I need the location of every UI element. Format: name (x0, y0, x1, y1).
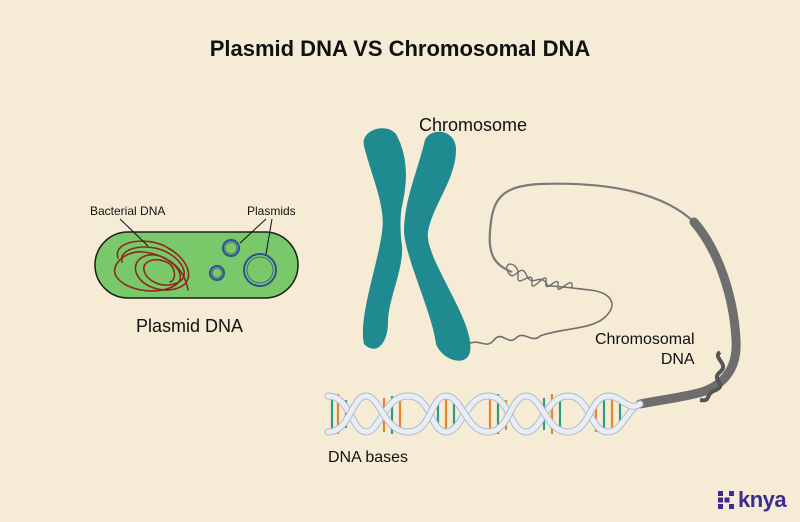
plasmid-dna-label: Plasmid DNA (136, 316, 244, 336)
chromosomal-dna-label: Chromosomal DNA (595, 330, 695, 370)
plasmid-rings (209, 239, 277, 287)
diagram-title: Plasmid DNA VS Chromosomal DNA (209, 36, 591, 61)
knya-logo-icon (718, 491, 734, 509)
bacterial-dna-label: Bacterial DNA (90, 204, 166, 218)
bacterial-cell (94, 231, 299, 299)
callout-lines (119, 218, 273, 255)
chromosomal-dna-label-line1: Chromosomal (595, 331, 695, 348)
chromosome (362, 128, 471, 361)
dna-bases-label: DNA bases (328, 449, 409, 466)
knya-logo: knya (718, 487, 787, 513)
bacterial-dna-loop (113, 240, 190, 292)
dna-helix (324, 392, 644, 436)
chromosome-label: Chromosome (419, 115, 528, 135)
plasmids-label: Plasmids (247, 204, 296, 218)
chromosomal-dna-strand (467, 182, 741, 409)
helix-backbones (324, 392, 644, 436)
knya-logo-text: knya (738, 487, 787, 512)
chromosomal-dna-label-line2: DNA (660, 351, 695, 368)
